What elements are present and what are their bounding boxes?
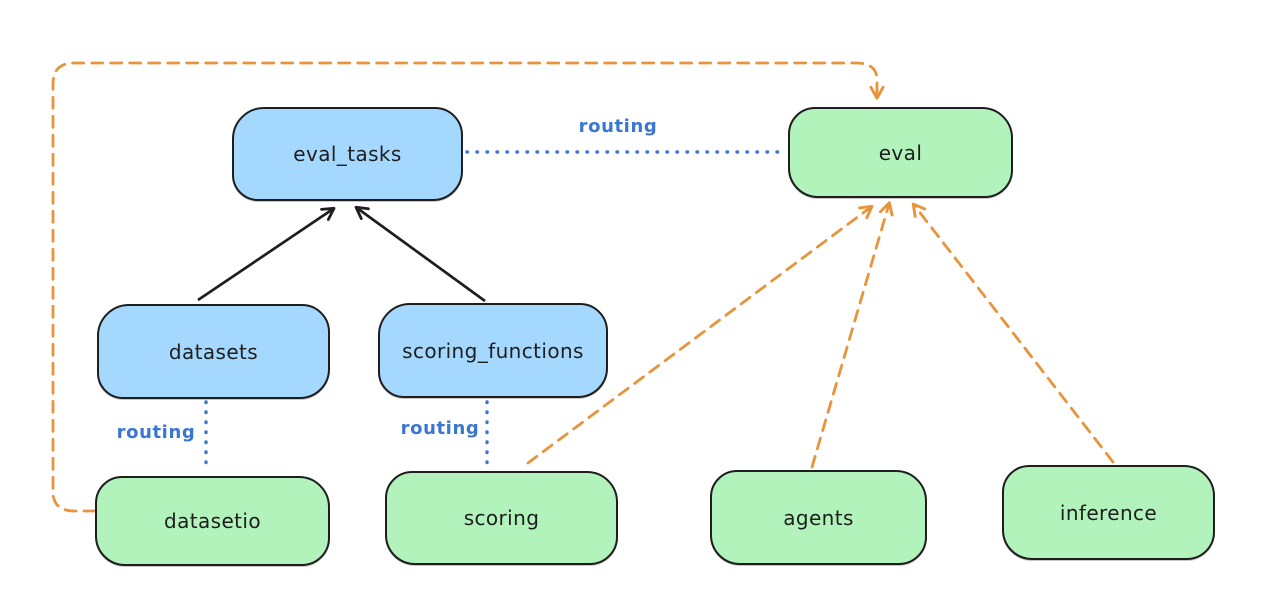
node-datasetio: datasetio xyxy=(95,476,330,566)
routing-label-datasets-datasetio: routing xyxy=(116,422,196,443)
node-eval-tasks-label: eval_tasks xyxy=(293,142,402,166)
node-datasetio-label: datasetio xyxy=(163,509,261,533)
node-scoring-functions-label: scoring_functions xyxy=(402,338,584,363)
node-eval-label: eval xyxy=(878,140,923,165)
edge-inference-to-eval xyxy=(911,202,1115,464)
node-scoring: scoring xyxy=(385,471,618,565)
node-agents: agents xyxy=(710,470,927,565)
routing-label-scoring-functions-scoring: routing xyxy=(400,418,480,439)
node-scoring-functions: scoring_functions xyxy=(378,303,608,398)
edge-datasetio-to-eval xyxy=(51,61,885,513)
node-eval: eval xyxy=(788,107,1013,198)
edge-scoring-to-eval xyxy=(526,204,874,465)
edge-datasets-to-eval-tasks xyxy=(197,206,336,302)
node-datasets-label: datasets xyxy=(168,339,259,364)
node-inference: inference xyxy=(1002,465,1215,560)
node-scoring-label: scoring xyxy=(463,506,540,530)
node-eval-tasks: eval_tasks xyxy=(232,107,463,201)
edge-scoring-functions-to-eval-tasks xyxy=(354,205,486,303)
edge-agents-to-eval xyxy=(810,201,894,469)
node-agents-label: agents xyxy=(783,505,854,530)
node-inference-label: inference xyxy=(1059,500,1158,525)
routing-label-eval-tasks-eval: routing xyxy=(578,116,658,137)
node-datasets: datasets xyxy=(97,304,330,399)
